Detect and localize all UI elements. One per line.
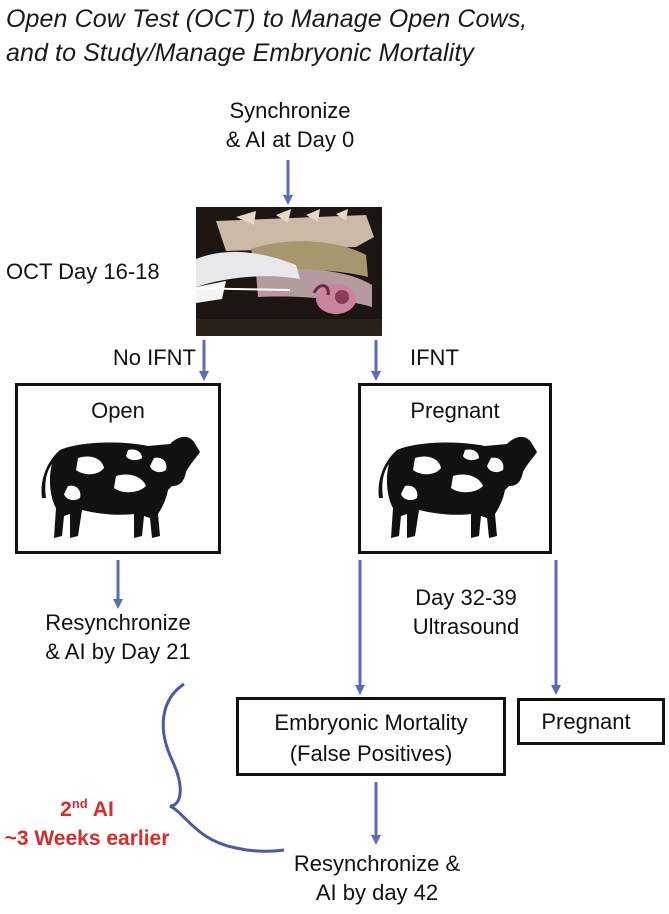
synchronize-step: Synchronize & AI at Day 0 — [190, 96, 390, 154]
ultrasound-step: Day 32-39 Ultrasound — [396, 583, 536, 641]
title-line-2: and to Study/Manage Embryonic Mortality — [6, 39, 475, 67]
resynchronize-day21-step: Resynchronize & AI by Day 21 — [18, 608, 218, 666]
oct-day-label: OCT Day 16-18 — [6, 259, 160, 284]
final-line-1: Resynchronize & — [293, 851, 461, 876]
reproductive-tract-illustration — [196, 207, 382, 336]
resync-line-1: Resynchronize — [45, 610, 191, 635]
diagram-title: Open Cow Test (OCT) to Manage Open Cows,… — [6, 2, 527, 70]
pregnant-final-label: Pregnant — [541, 709, 631, 734]
embryonic-mortality-box: Embryonic Mortality (False Positives) — [236, 697, 506, 776]
resync-line-2: & AI by Day 21 — [45, 639, 191, 664]
final-resynchronize-step: Resynchronize & AI by day 42 — [272, 849, 482, 907]
three-weeks-earlier-label: ~3 Weeks earlier — [4, 827, 170, 850]
ifnt-label: IFNT — [410, 345, 459, 370]
embryonic-mortality-line-1: Embryonic Mortality — [274, 710, 468, 735]
second-ai-label: 2nd AI — [60, 796, 114, 821]
ultrasound-line-1: Day 32-39 — [415, 585, 517, 610]
cow-icon — [41, 436, 200, 538]
second-ai-callout: 2nd AI ~3 Weeks earlier — [2, 789, 172, 853]
open-box-label: Open — [91, 398, 145, 423]
curly-brace — [161, 682, 285, 853]
pregnant-final-box: Pregnant — [517, 698, 665, 745]
cow-icon — [378, 436, 537, 538]
final-line-2: AI by day 42 — [315, 880, 439, 905]
open-box: Open — [15, 383, 221, 554]
pregnant-box-label: Pregnant — [410, 398, 500, 423]
no-ifnt-label: No IFNT — [112, 345, 196, 370]
pregnant-box: Pregnant — [358, 383, 552, 554]
title-line-1: Open Cow Test (OCT) to Manage Open Cows, — [6, 5, 528, 33]
synchronize-line-1: Synchronize — [229, 98, 351, 123]
embryonic-mortality-line-2: (False Positives) — [289, 741, 453, 766]
ultrasound-line-2: Ultrasound — [412, 614, 520, 639]
synchronize-line-2: & AI at Day 0 — [225, 127, 355, 152]
